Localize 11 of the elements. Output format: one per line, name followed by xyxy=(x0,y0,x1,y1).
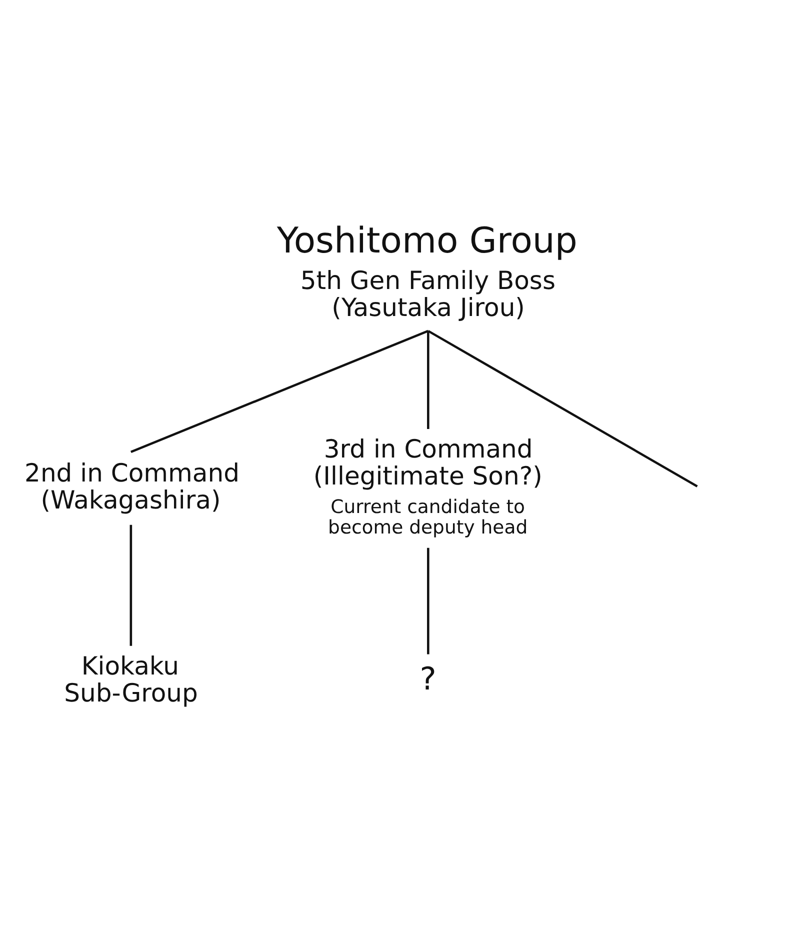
connector xyxy=(427,548,430,654)
node-text: 2nd in Command (Wakagashira) xyxy=(24,458,240,514)
node-text: ? xyxy=(420,662,436,698)
connector xyxy=(427,330,430,429)
connector xyxy=(428,330,698,488)
node-text: 3rd in Command (Illegitimate Son?) xyxy=(313,434,542,490)
node-text: Kiokaku Sub-Group xyxy=(64,651,198,708)
node-text: Yoshitomo Group 5th Gen Family Boss (Yasutaka Jirou) xyxy=(276,220,578,322)
connector xyxy=(130,524,132,646)
connector xyxy=(130,330,429,453)
node-label: Current candidate to become deputy head xyxy=(328,496,528,539)
